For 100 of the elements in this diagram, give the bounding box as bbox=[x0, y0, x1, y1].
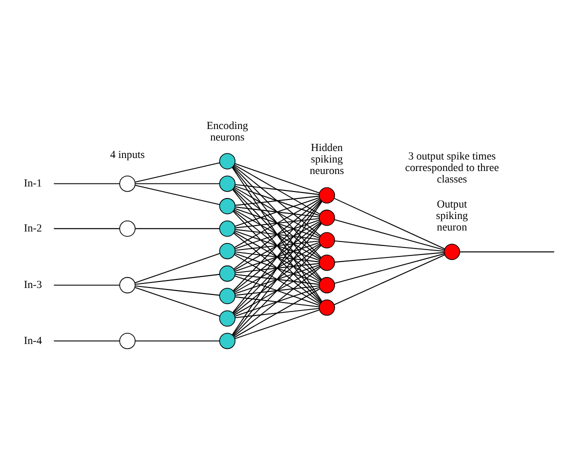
connector bbox=[134, 340, 220, 342]
node-circle bbox=[318, 187, 336, 204]
label: 4 inputs bbox=[110, 148, 145, 161]
connector bbox=[233, 266, 321, 337]
node-circle bbox=[219, 153, 236, 170]
connector bbox=[234, 254, 320, 305]
node-circle bbox=[318, 300, 336, 316]
node-circle bbox=[318, 277, 336, 294]
connector bbox=[233, 210, 321, 282]
connector bbox=[234, 287, 320, 317]
node-text: In-1 bbox=[24, 178, 42, 190]
connector bbox=[53, 340, 120, 342]
node-circle bbox=[318, 232, 336, 248]
node-circle bbox=[219, 198, 236, 214]
connector bbox=[234, 186, 320, 216]
label: Output spiking neuron bbox=[436, 198, 468, 234]
label: Encoding neurons bbox=[206, 120, 248, 144]
label: Hidden spiking neurons bbox=[310, 142, 344, 178]
connector bbox=[234, 196, 320, 206]
connector bbox=[234, 220, 320, 250]
node-circle bbox=[119, 277, 136, 294]
connector bbox=[232, 200, 322, 314]
connector bbox=[232, 200, 322, 336]
node-circle bbox=[219, 242, 236, 260]
connector bbox=[334, 253, 445, 284]
connector bbox=[234, 308, 320, 318]
connector bbox=[334, 240, 444, 252]
connector bbox=[234, 220, 320, 270]
connector bbox=[234, 296, 320, 308]
node-circle bbox=[219, 332, 236, 350]
node-text: In-4 bbox=[24, 334, 42, 347]
connector bbox=[232, 167, 322, 302]
connector bbox=[234, 232, 320, 282]
connector bbox=[459, 251, 555, 252]
connector bbox=[234, 164, 320, 215]
connector bbox=[334, 254, 445, 306]
connector bbox=[233, 188, 321, 259]
connector bbox=[232, 245, 322, 336]
connector bbox=[134, 286, 220, 296]
connector bbox=[232, 189, 322, 302]
connector bbox=[234, 263, 320, 274]
node-circle bbox=[219, 288, 236, 304]
node-circle bbox=[318, 254, 336, 271]
connector bbox=[234, 229, 320, 240]
node-text: In-3 bbox=[24, 279, 42, 292]
connector bbox=[134, 274, 220, 285]
connector bbox=[234, 206, 320, 218]
connector bbox=[134, 228, 220, 230]
node-circle bbox=[119, 220, 136, 237]
connector bbox=[234, 274, 320, 285]
connector bbox=[233, 199, 321, 270]
connector bbox=[53, 183, 120, 184]
connector bbox=[234, 251, 320, 262]
connector bbox=[234, 240, 320, 251]
connector bbox=[232, 166, 322, 258]
connector bbox=[234, 186, 320, 238]
connector bbox=[233, 222, 321, 292]
connector bbox=[234, 230, 320, 261]
connector bbox=[334, 219, 445, 250]
connector bbox=[232, 166, 322, 280]
connector bbox=[234, 208, 320, 238]
node-circle bbox=[219, 310, 236, 327]
connector bbox=[334, 252, 444, 263]
node-circle bbox=[318, 210, 336, 226]
connector bbox=[334, 198, 445, 250]
connector bbox=[234, 288, 320, 338]
connector bbox=[232, 200, 322, 292]
connector bbox=[233, 165, 321, 236]
label: 3 output spike times corresponded to three classes bbox=[405, 150, 499, 186]
connector bbox=[234, 198, 320, 248]
node-circle bbox=[219, 220, 236, 237]
node-circle bbox=[119, 332, 136, 350]
connector bbox=[53, 284, 120, 286]
connector bbox=[232, 223, 322, 336]
connector bbox=[134, 162, 220, 183]
connector bbox=[234, 310, 320, 340]
connector bbox=[232, 222, 322, 314]
connector bbox=[234, 275, 320, 306]
connector bbox=[134, 184, 220, 206]
connector bbox=[234, 243, 320, 293]
connector bbox=[232, 210, 322, 303]
connector bbox=[234, 163, 320, 194]
connector bbox=[232, 188, 322, 280]
node-circle bbox=[219, 265, 236, 282]
connector bbox=[233, 232, 321, 304]
connector bbox=[134, 287, 220, 317]
connector bbox=[53, 228, 120, 230]
node-text: In-2 bbox=[24, 222, 42, 235]
connector bbox=[234, 218, 320, 228]
node-circle bbox=[444, 244, 460, 260]
node-circle bbox=[119, 176, 136, 192]
connector bbox=[234, 264, 320, 294]
connector bbox=[234, 286, 320, 296]
connector bbox=[234, 266, 320, 316]
connector bbox=[234, 209, 320, 260]
connector bbox=[134, 183, 220, 184]
connector bbox=[134, 253, 220, 284]
connector bbox=[234, 242, 320, 272]
connector bbox=[234, 197, 320, 227]
connector bbox=[234, 252, 320, 284]
